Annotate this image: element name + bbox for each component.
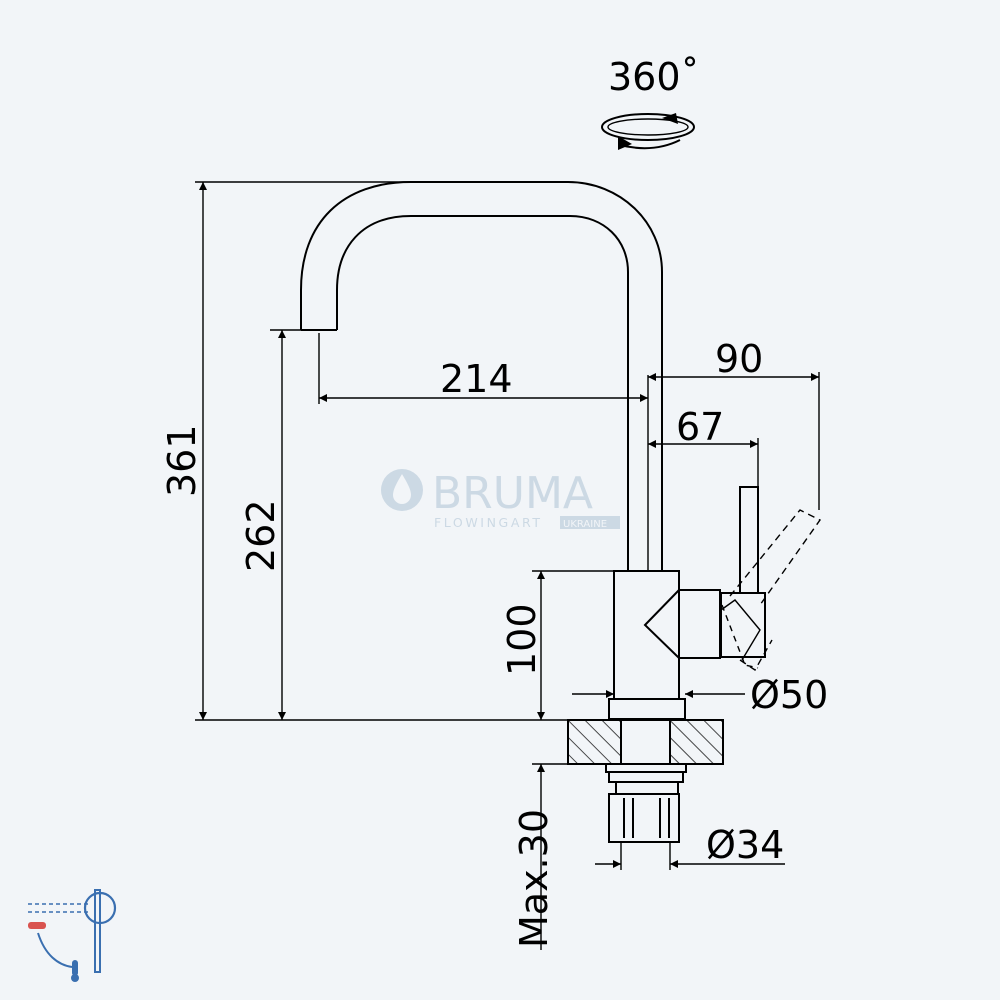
- body-height-label: 100: [500, 603, 544, 676]
- spout-height-label: 262: [239, 499, 283, 572]
- handle-reach-label: 90: [715, 337, 763, 381]
- rotation-label: 360˚: [608, 55, 700, 99]
- brand-region: UKRAINE: [563, 519, 607, 530]
- single-lever-mixer-icon: [28, 889, 117, 982]
- dimension-handle-reach: 90: [648, 337, 820, 510]
- brand-watermark: BRUMA FLOWINGART UKRAINE: [381, 468, 620, 530]
- region-badge: [560, 516, 620, 529]
- dimension-handle-offset: 67: [648, 405, 759, 487]
- thread-diameter-label: Ø34: [706, 823, 784, 867]
- dimension-body-diameter: Ø50: [572, 673, 828, 717]
- dimension-thread-diameter: Ø34: [595, 823, 785, 870]
- dimension-max-thickness: Max.30: [512, 763, 568, 950]
- faucet-outline: [300, 181, 822, 720]
- countertop-section: [567, 719, 724, 843]
- dimension-total-height: 361: [160, 181, 568, 721]
- rotate-360-icon: 360˚: [601, 55, 700, 150]
- body-diameter-label: Ø50: [750, 673, 828, 717]
- handle-offset-label: 67: [676, 405, 724, 449]
- dimension-body-height: 100: [500, 570, 614, 720]
- dimension-spout-reach: 214: [318, 333, 649, 571]
- drop-logo-icon: [381, 469, 423, 511]
- brand-name: BRUMA: [432, 468, 593, 519]
- dimension-spout-height: 262: [239, 329, 301, 720]
- max-thickness-label: Max.30: [512, 809, 556, 948]
- height-total-label: 361: [160, 424, 204, 497]
- brand-tagline: FLOWINGART: [434, 515, 543, 530]
- spout-reach-label: 214: [440, 357, 513, 401]
